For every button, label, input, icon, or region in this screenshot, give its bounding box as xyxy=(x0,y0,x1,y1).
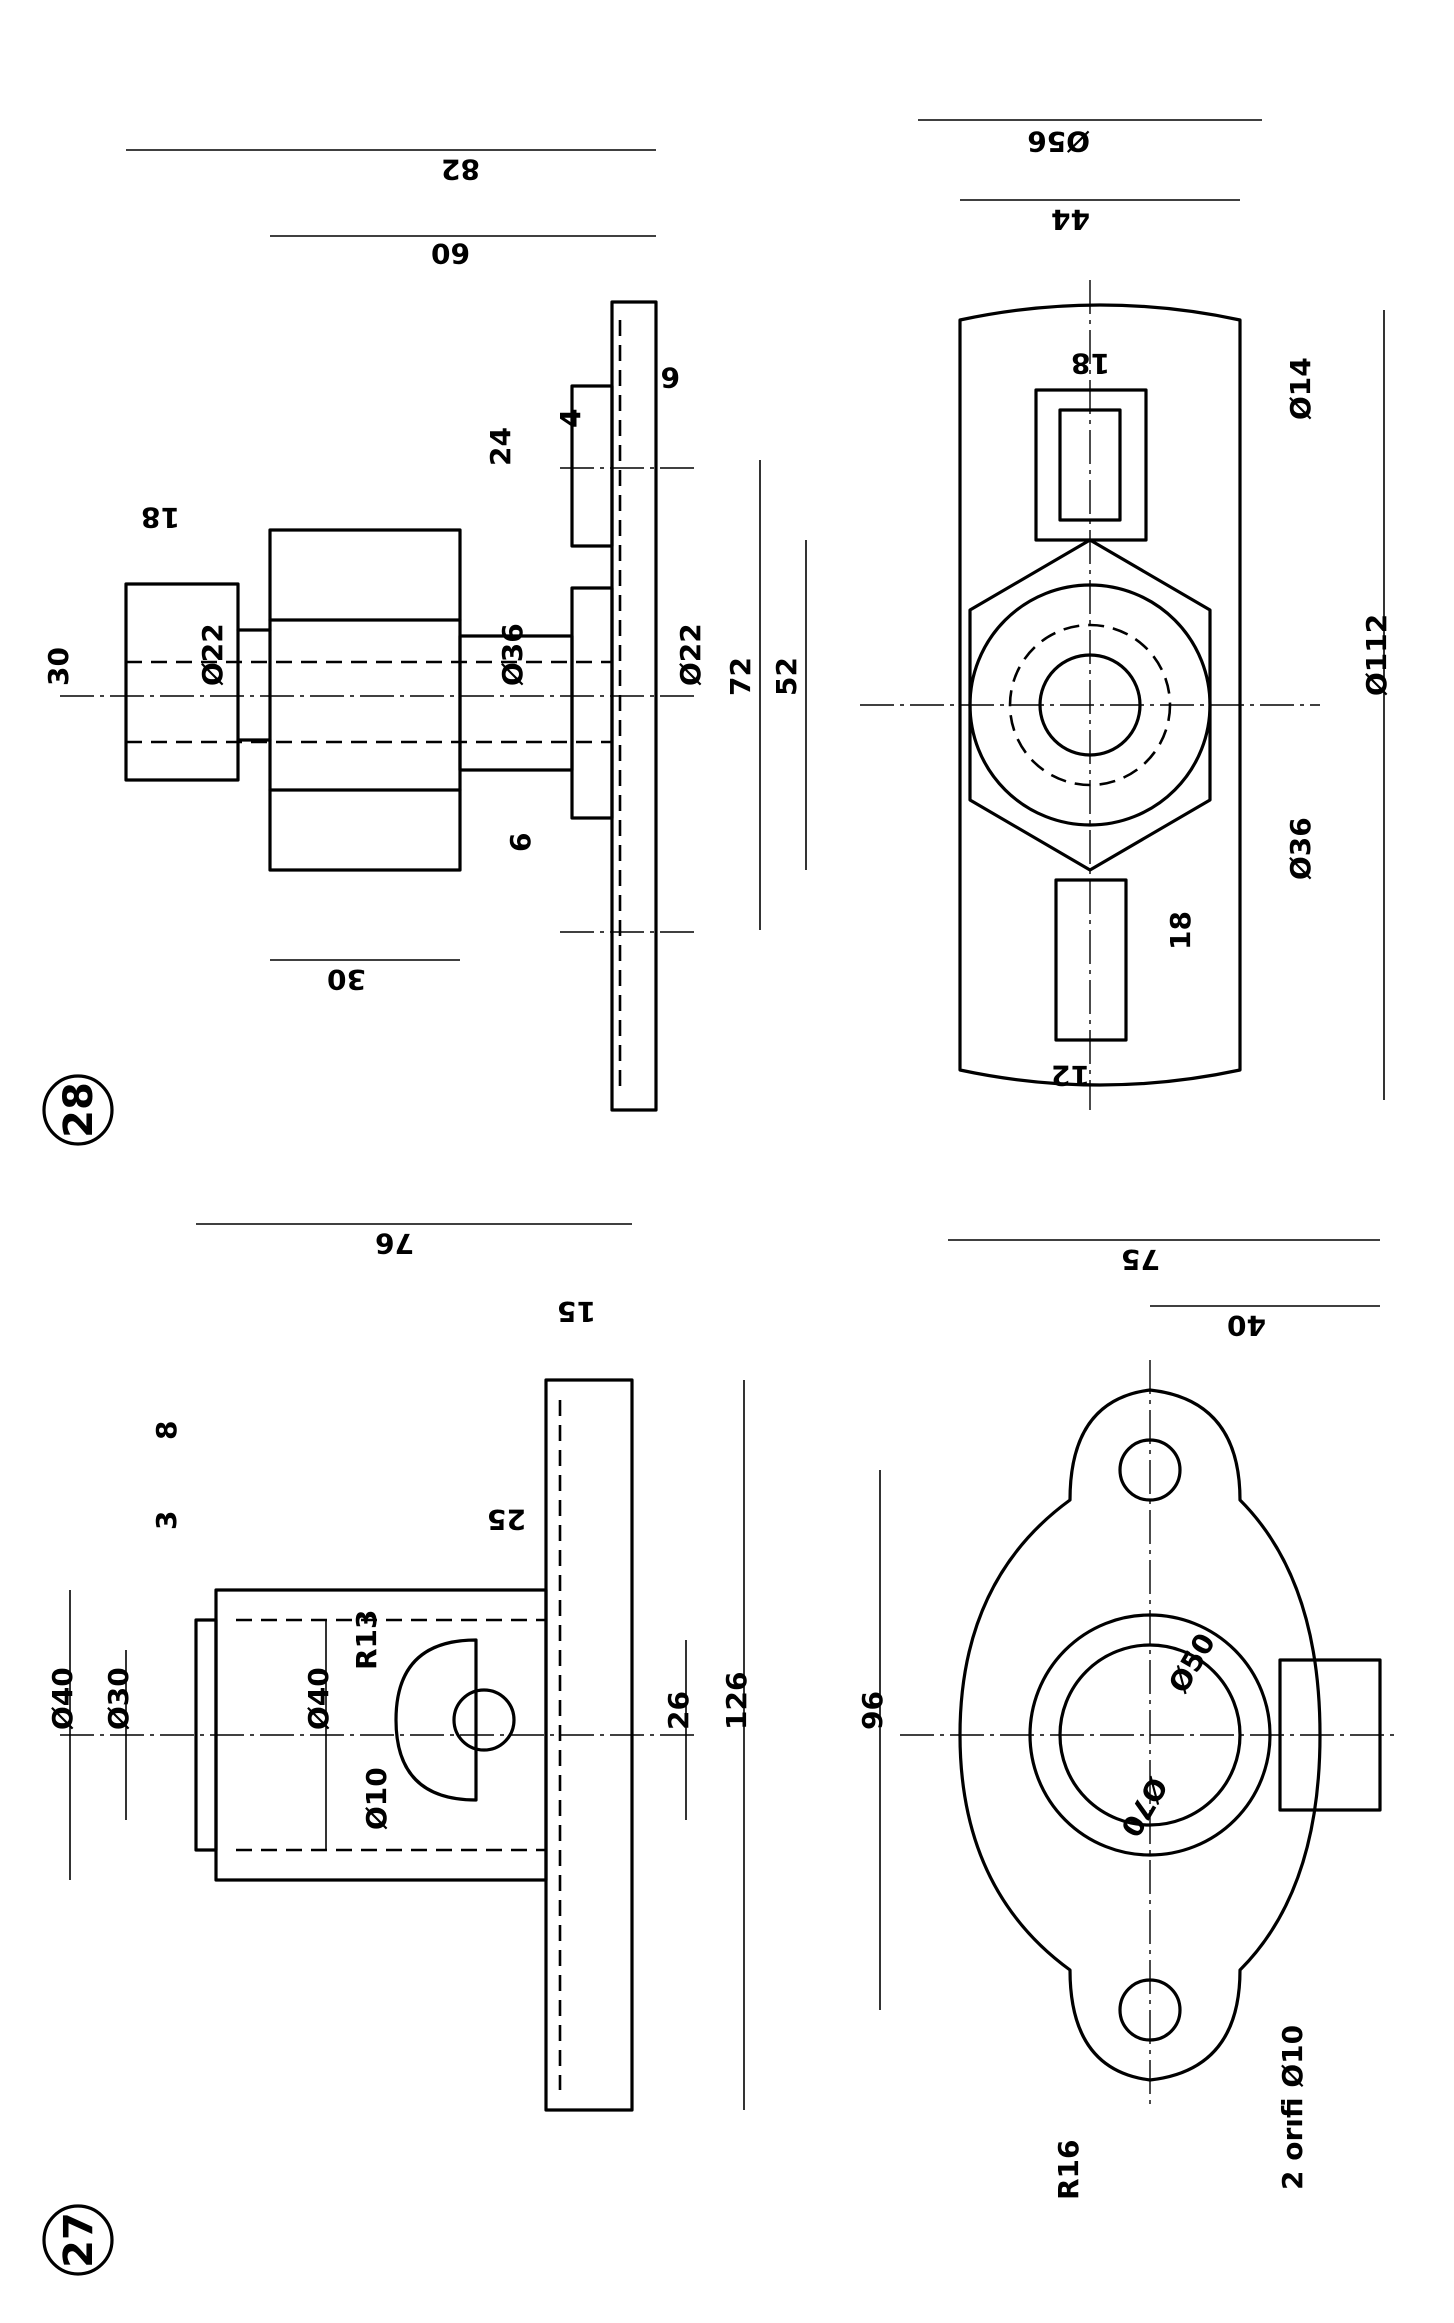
dim-length: Ø112 xyxy=(1360,614,1393,696)
dim-height: 76 xyxy=(375,1227,414,1260)
slot-top xyxy=(1034,388,1148,542)
dim-inner-dia: Ø40 xyxy=(302,1667,335,1730)
dim-slot-len: 24 xyxy=(484,427,517,466)
dim-width: 75 xyxy=(1121,1243,1160,1276)
dim-slot-w: 18 xyxy=(1071,347,1110,380)
dim-slot-gap: 44 xyxy=(1051,203,1090,236)
pin-hole xyxy=(452,1688,516,1752)
dim-span: 72 xyxy=(724,657,757,696)
dim-head-dia: Ø30 xyxy=(102,1667,135,1730)
dim-bore-a: Ø22 xyxy=(196,623,229,686)
dim-top-dia: 30 xyxy=(42,647,75,686)
dim-offset: 40 xyxy=(1227,1309,1266,1342)
dim-ring-b: Ø70 xyxy=(1114,1772,1174,1843)
dim-step-b: 3 xyxy=(150,1511,183,1530)
boss-step xyxy=(570,586,614,820)
dim-bore-b: Ø22 xyxy=(674,623,707,686)
figure-number-circle xyxy=(42,1074,114,1146)
dim-outer: Ø56 xyxy=(1027,125,1090,158)
dim-hole: Ø14 xyxy=(1284,357,1317,420)
dim-radius: R13 xyxy=(350,1609,383,1670)
figure-number: 27 xyxy=(56,2212,102,2268)
slot-rib xyxy=(570,384,614,548)
figure-28: 28 82 60 18 30 Ø22 Ø36 xyxy=(42,119,1393,1146)
dim-body-dia: Ø40 xyxy=(46,1667,79,1730)
dim-ear: 26 xyxy=(662,1691,695,1730)
base-plate xyxy=(610,300,658,1112)
dim-holes: 2 orıfi Ø10 xyxy=(1276,2025,1309,2190)
ear-outline xyxy=(394,1638,478,1802)
dim-boss: Ø36 xyxy=(496,623,529,686)
side-view-28: 82 60 18 30 Ø22 Ø36 Ø22 6 24 4 6 30 xyxy=(42,149,707,1112)
top-view-28: Ø56 44 18 Ø14 72 52 Ø36 18 12 Ø112 xyxy=(724,119,1393,1110)
dim-ring-a: Ø50 xyxy=(1162,1628,1222,1699)
top-view-27: 75 40 96 Ø50 Ø70 R16 2 orıfi Ø10 xyxy=(856,1239,1400,2200)
figure-number-circle xyxy=(42,2204,114,2276)
dim-hex: 52 xyxy=(770,657,803,696)
figure-27: 27 76 15 8 3 Ø40 Ø30 Ø40 R13 Ø10 25 xyxy=(42,1223,1400,2276)
dim-slot-b: 18 xyxy=(1164,911,1197,950)
slot-bottom xyxy=(1054,878,1128,1042)
dim-overall: 82 xyxy=(441,153,480,186)
plate-outline xyxy=(958,303,1242,1087)
dim-hub: Ø36 xyxy=(1284,817,1317,880)
body-block xyxy=(268,528,462,872)
dim-step-a: 8 xyxy=(150,1421,183,1440)
side-view-27: 76 15 8 3 Ø40 Ø30 Ø40 R13 Ø10 25 26 126 xyxy=(46,1223,753,2112)
dim-base-t: 15 xyxy=(557,1295,596,1328)
dim-slot-step: 4 xyxy=(554,409,587,428)
dim-slot-bw: 12 xyxy=(1051,1059,1090,1092)
dim-end-r: R16 xyxy=(1052,2139,1085,2200)
top-cap xyxy=(124,582,240,782)
dim-flange-t: 6 xyxy=(504,833,537,852)
dim-hex-w: 30 xyxy=(327,963,366,996)
body-outline xyxy=(958,1388,1322,2082)
dim-pitch: 96 xyxy=(856,1691,889,1730)
dim-length: 126 xyxy=(720,1672,753,1730)
figure-number: 28 xyxy=(56,1082,102,1138)
dim-shoulder: 25 xyxy=(487,1503,526,1536)
dim-plate-t: 6 xyxy=(661,361,680,394)
dim-top-len: 18 xyxy=(141,501,180,534)
dim-pin-dia: Ø10 xyxy=(360,1767,393,1830)
dim-body: 60 xyxy=(431,237,470,270)
